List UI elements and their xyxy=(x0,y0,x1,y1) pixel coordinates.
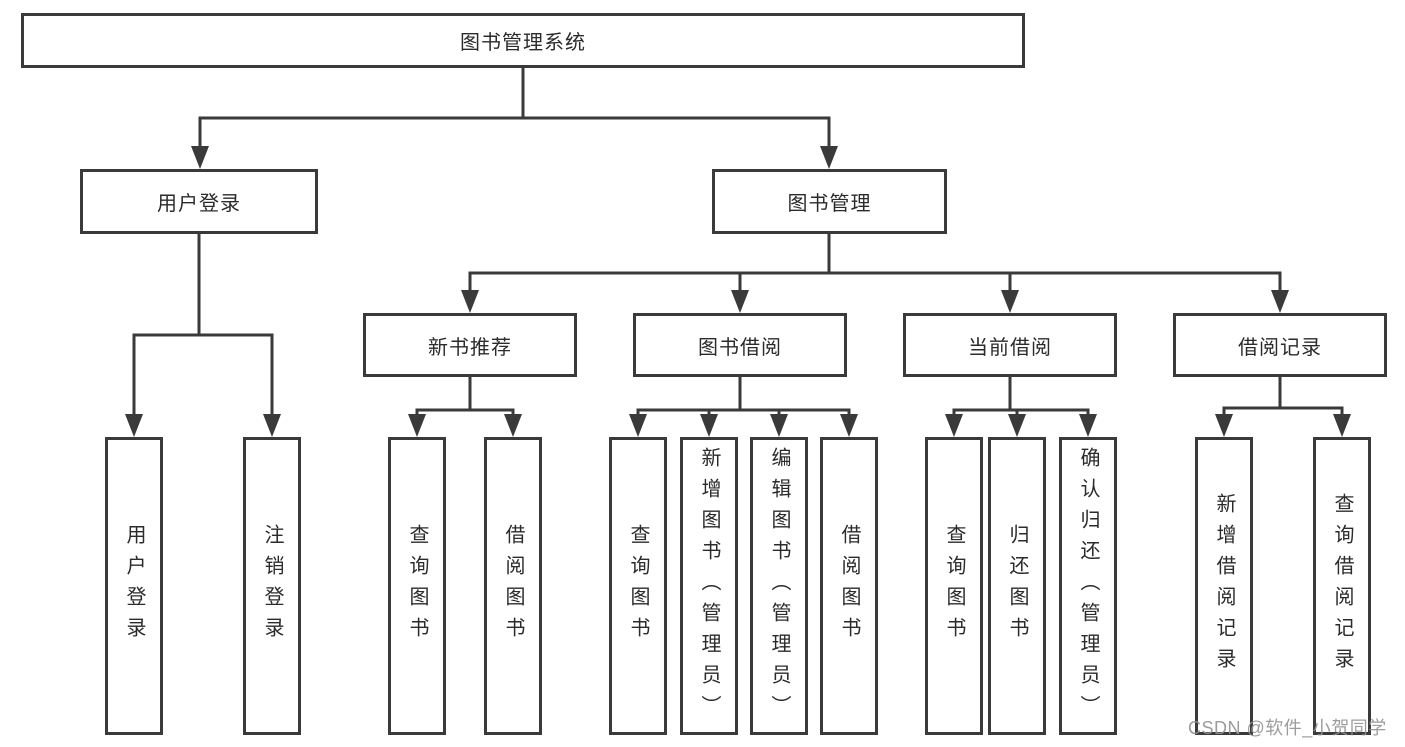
node-label: 查询图书 xyxy=(627,524,649,648)
node-label: 确认归还（管理员） xyxy=(1077,446,1099,726)
node-label: 图书管理系统 xyxy=(460,32,586,54)
node-user-login: 用户登录 xyxy=(80,169,318,234)
node-label: 借阅记录 xyxy=(1238,336,1322,359)
node-label: 查询图书 xyxy=(943,524,965,648)
leaf-borrow-books-recommend: 借阅图书 xyxy=(484,437,542,735)
node-book-borrow: 图书借阅 xyxy=(633,313,847,377)
leaf-edit-book-admin: 编辑图书（管理员） xyxy=(750,437,808,735)
leaf-add-borrow-record: 新增借阅记录 xyxy=(1195,437,1253,735)
node-label: 查询图书 xyxy=(406,524,428,648)
node-current-borrow: 当前借阅 xyxy=(903,313,1117,377)
node-label: 编辑图书（管理员） xyxy=(768,446,790,726)
leaf-add-book-admin: 新增图书（管理员） xyxy=(680,437,738,735)
leaf-logout: 注销登录 xyxy=(243,437,301,735)
leaf-query-books-current: 查询图书 xyxy=(925,437,983,735)
leaf-confirm-return-admin: 确认归还（管理员） xyxy=(1059,437,1117,735)
node-label: 归还图书 xyxy=(1006,524,1028,648)
leaf-query-books-borrow: 查询图书 xyxy=(609,437,667,735)
leaf-query-books-recommend: 查询图书 xyxy=(388,437,446,735)
node-book-management: 图书管理 xyxy=(712,169,947,234)
node-label: 图书借阅 xyxy=(698,336,782,359)
node-label: 新书推荐 xyxy=(428,336,512,359)
node-label: 借阅图书 xyxy=(838,524,860,648)
node-label: 用户登录 xyxy=(157,193,241,215)
node-label: 用户登录 xyxy=(123,524,145,648)
node-label: 图书管理 xyxy=(787,193,872,215)
leaf-user-login: 用户登录 xyxy=(105,437,163,735)
node-label: 注销登录 xyxy=(261,524,283,648)
leaf-borrow-books: 借阅图书 xyxy=(820,437,878,735)
node-label: 新增图书（管理员） xyxy=(698,446,720,726)
node-library-system: 图书管理系统 xyxy=(21,13,1025,68)
node-new-book-recommend: 新书推荐 xyxy=(363,313,577,377)
node-label: 新增借阅记录 xyxy=(1213,493,1235,679)
leaf-query-borrow-record: 查询借阅记录 xyxy=(1313,437,1371,735)
csdn-watermark: CSDN @软件_小贺同学 xyxy=(1188,718,1387,738)
leaf-return-book: 归还图书 xyxy=(988,437,1046,735)
node-borrow-records: 借阅记录 xyxy=(1173,313,1387,377)
node-label: 当前借阅 xyxy=(968,336,1052,359)
node-label: 查询借阅记录 xyxy=(1331,493,1353,679)
node-label: 借阅图书 xyxy=(502,524,524,648)
